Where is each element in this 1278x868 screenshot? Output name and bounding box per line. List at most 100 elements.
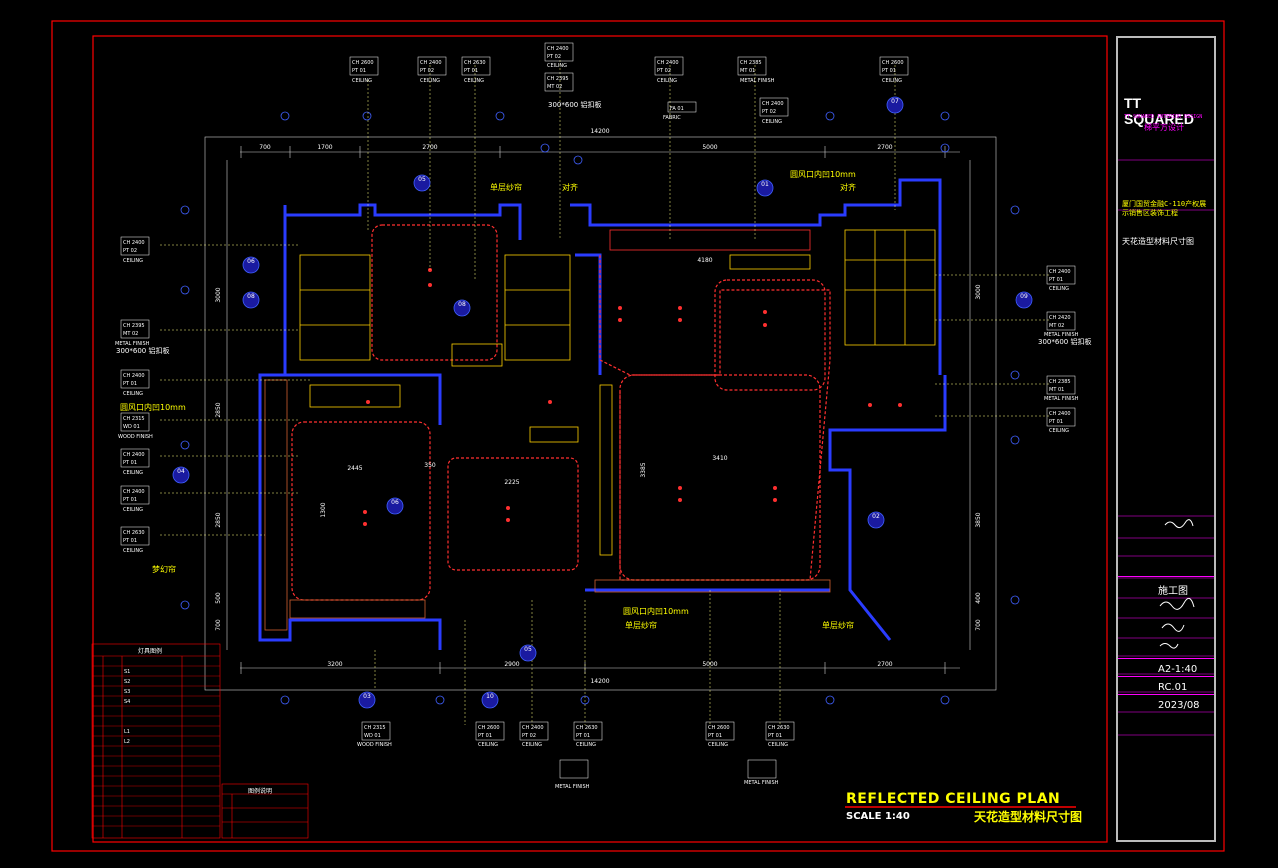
project-name: 厦门国贸金融C-110产权展示销售区装饰工程	[1122, 200, 1207, 217]
svg-text:WOOD FINISH: WOOD FINISH	[357, 742, 392, 748]
svg-text:CEILING: CEILING	[123, 258, 143, 264]
svg-text:05: 05	[524, 646, 532, 653]
svg-text:MT 02: MT 02	[123, 331, 138, 337]
svg-text:CH 2400: CH 2400	[1049, 269, 1071, 275]
svg-text:CH 2400: CH 2400	[123, 489, 145, 495]
lighting-legend	[91, 643, 221, 839]
svg-text:06: 06	[247, 258, 255, 265]
drawing-title-cn: 天花造型材料尺寸图	[974, 810, 1083, 824]
svg-text:PT 02: PT 02	[657, 68, 671, 74]
callout-circles	[172, 96, 1033, 709]
svg-text:WD 01: WD 01	[123, 424, 140, 430]
svg-text:300*600 铝扣板: 300*600 铝扣板	[548, 100, 601, 109]
svg-text:1700: 1700	[317, 144, 332, 151]
svg-text:14200: 14200	[590, 128, 609, 135]
svg-text:CEILING: CEILING	[123, 470, 143, 476]
svg-text:CH 2400: CH 2400	[762, 101, 784, 107]
svg-text:CH 2315: CH 2315	[123, 416, 145, 422]
svg-text:CH 2400: CH 2400	[420, 60, 442, 66]
svg-text:PT 01: PT 01	[123, 497, 137, 503]
svg-text:3410: 3410	[712, 455, 727, 462]
svg-text:CEILING: CEILING	[522, 742, 542, 748]
svg-text:CEILING: CEILING	[882, 78, 902, 84]
svg-text:CH 2385: CH 2385	[740, 60, 762, 66]
svg-text:2850: 2850	[215, 512, 222, 527]
grid-axis-bubbles	[180, 111, 1020, 705]
svg-text:08: 08	[247, 293, 255, 300]
scale-row: A2-1:40	[1118, 658, 1214, 681]
svg-text:3000: 3000	[215, 287, 222, 302]
tag-names: CEILING CEILING CEILING CEILING CEILING …	[115, 63, 1079, 790]
svg-text:PT 01: PT 01	[576, 733, 590, 739]
date-row: 2023/08	[1118, 694, 1214, 717]
inner-frame	[92, 35, 1108, 843]
svg-text:700: 700	[215, 619, 222, 631]
svg-text:FABRIC: FABRIC	[663, 115, 681, 121]
title-block-lines	[1118, 159, 1214, 736]
svg-text:CEILING: CEILING	[657, 78, 677, 84]
svg-text:2700: 2700	[877, 661, 892, 668]
svg-text:CEILING: CEILING	[576, 742, 596, 748]
svg-text:MT 01: MT 01	[1049, 387, 1064, 393]
svg-text:MT 01: MT 01	[740, 68, 755, 74]
svg-text:09: 09	[1020, 293, 1028, 300]
svg-text:S4: S4	[124, 699, 130, 705]
tag-text: CH 2600 PT 01 CH 2400 PT 02 CH 2630 PT 01 C…	[123, 46, 1071, 739]
svg-text:400: 400	[975, 592, 982, 604]
svg-text:CEILING: CEILING	[123, 507, 143, 513]
svg-text:METAL FINISH: METAL FINISH	[555, 784, 590, 790]
svg-text:对齐: 对齐	[840, 182, 856, 192]
svg-text:CH 2395: CH 2395	[547, 76, 569, 82]
svg-text:WD 01: WD 01	[364, 733, 381, 739]
svg-text:PT 01: PT 01	[123, 381, 137, 387]
svg-text:PT 01: PT 01	[464, 68, 478, 74]
svg-text:2900: 2900	[504, 661, 519, 668]
legend-title: 灯具图例	[138, 648, 163, 655]
svg-text:CEILING: CEILING	[464, 78, 484, 84]
svg-text:CH 2630: CH 2630	[768, 725, 790, 731]
svg-text:CEILING: CEILING	[547, 63, 567, 69]
svg-text:CEILING: CEILING	[123, 548, 143, 554]
svg-text:L2: L2	[124, 739, 130, 745]
svg-text:500: 500	[215, 592, 222, 604]
svg-text:CH 2400: CH 2400	[547, 46, 569, 52]
svg-text:3000: 3000	[975, 284, 982, 299]
svg-text:PT 02: PT 02	[420, 68, 434, 74]
svg-text:700: 700	[975, 619, 982, 631]
svg-text:CH 2400: CH 2400	[123, 240, 145, 246]
svg-text:CH 2630: CH 2630	[576, 725, 598, 731]
svg-text:METAL FINISH: METAL FINISH	[1044, 332, 1079, 338]
svg-text:CEILING: CEILING	[1049, 428, 1069, 434]
svg-text:PT 01: PT 01	[882, 68, 896, 74]
svg-text:圆风口内凹10mm: 圆风口内凹10mm	[120, 402, 186, 412]
svg-text:CEILING: CEILING	[420, 78, 440, 84]
date-value: 2023/08	[1158, 700, 1200, 711]
svg-text:3200: 3200	[327, 661, 342, 668]
svg-text:圆风口内凹10mm: 圆风口内凹10mm	[623, 606, 689, 616]
svg-text:L1: L1	[124, 729, 130, 735]
svg-text:METAL FINISH: METAL FINISH	[744, 780, 779, 786]
svg-text:CH 2420: CH 2420	[1049, 315, 1071, 321]
svg-text:CEILING: CEILING	[708, 742, 728, 748]
svg-text:METAL FINISH: METAL FINISH	[1044, 396, 1079, 402]
legend2-table	[221, 783, 309, 839]
svg-text:CH 2600: CH 2600	[882, 60, 904, 66]
svg-text:PT 01: PT 01	[1049, 419, 1063, 425]
annotation-text: 单层纱帘 对齐 圆风口内凹10mm 对齐 圆风口内凹10mm 圆风口内凹10mm…	[120, 169, 856, 630]
svg-text:PT 02: PT 02	[522, 733, 536, 739]
svg-text:CEILING: CEILING	[123, 391, 143, 397]
svg-text:CH 2400: CH 2400	[123, 452, 145, 458]
svg-text:CH 2385: CH 2385	[1049, 379, 1071, 385]
svg-text:WOOD FINISH: WOOD FINISH	[118, 434, 153, 440]
drawing-title: REFLECTED CEILING PLAN	[846, 791, 1061, 807]
svg-text:单层纱帘: 单层纱帘	[625, 620, 657, 630]
svg-text:300*600 铝扣板: 300*600 铝扣板	[116, 346, 169, 355]
svg-text:5000: 5000	[702, 661, 717, 668]
svg-text:PT 01: PT 01	[352, 68, 366, 74]
fixtures	[264, 229, 936, 631]
lighting-legend-rows	[92, 665, 220, 827]
svg-text:2445: 2445	[347, 465, 362, 472]
svg-text:CEILING: CEILING	[352, 78, 372, 84]
svg-text:单层纱帘: 单层纱帘	[822, 620, 854, 630]
